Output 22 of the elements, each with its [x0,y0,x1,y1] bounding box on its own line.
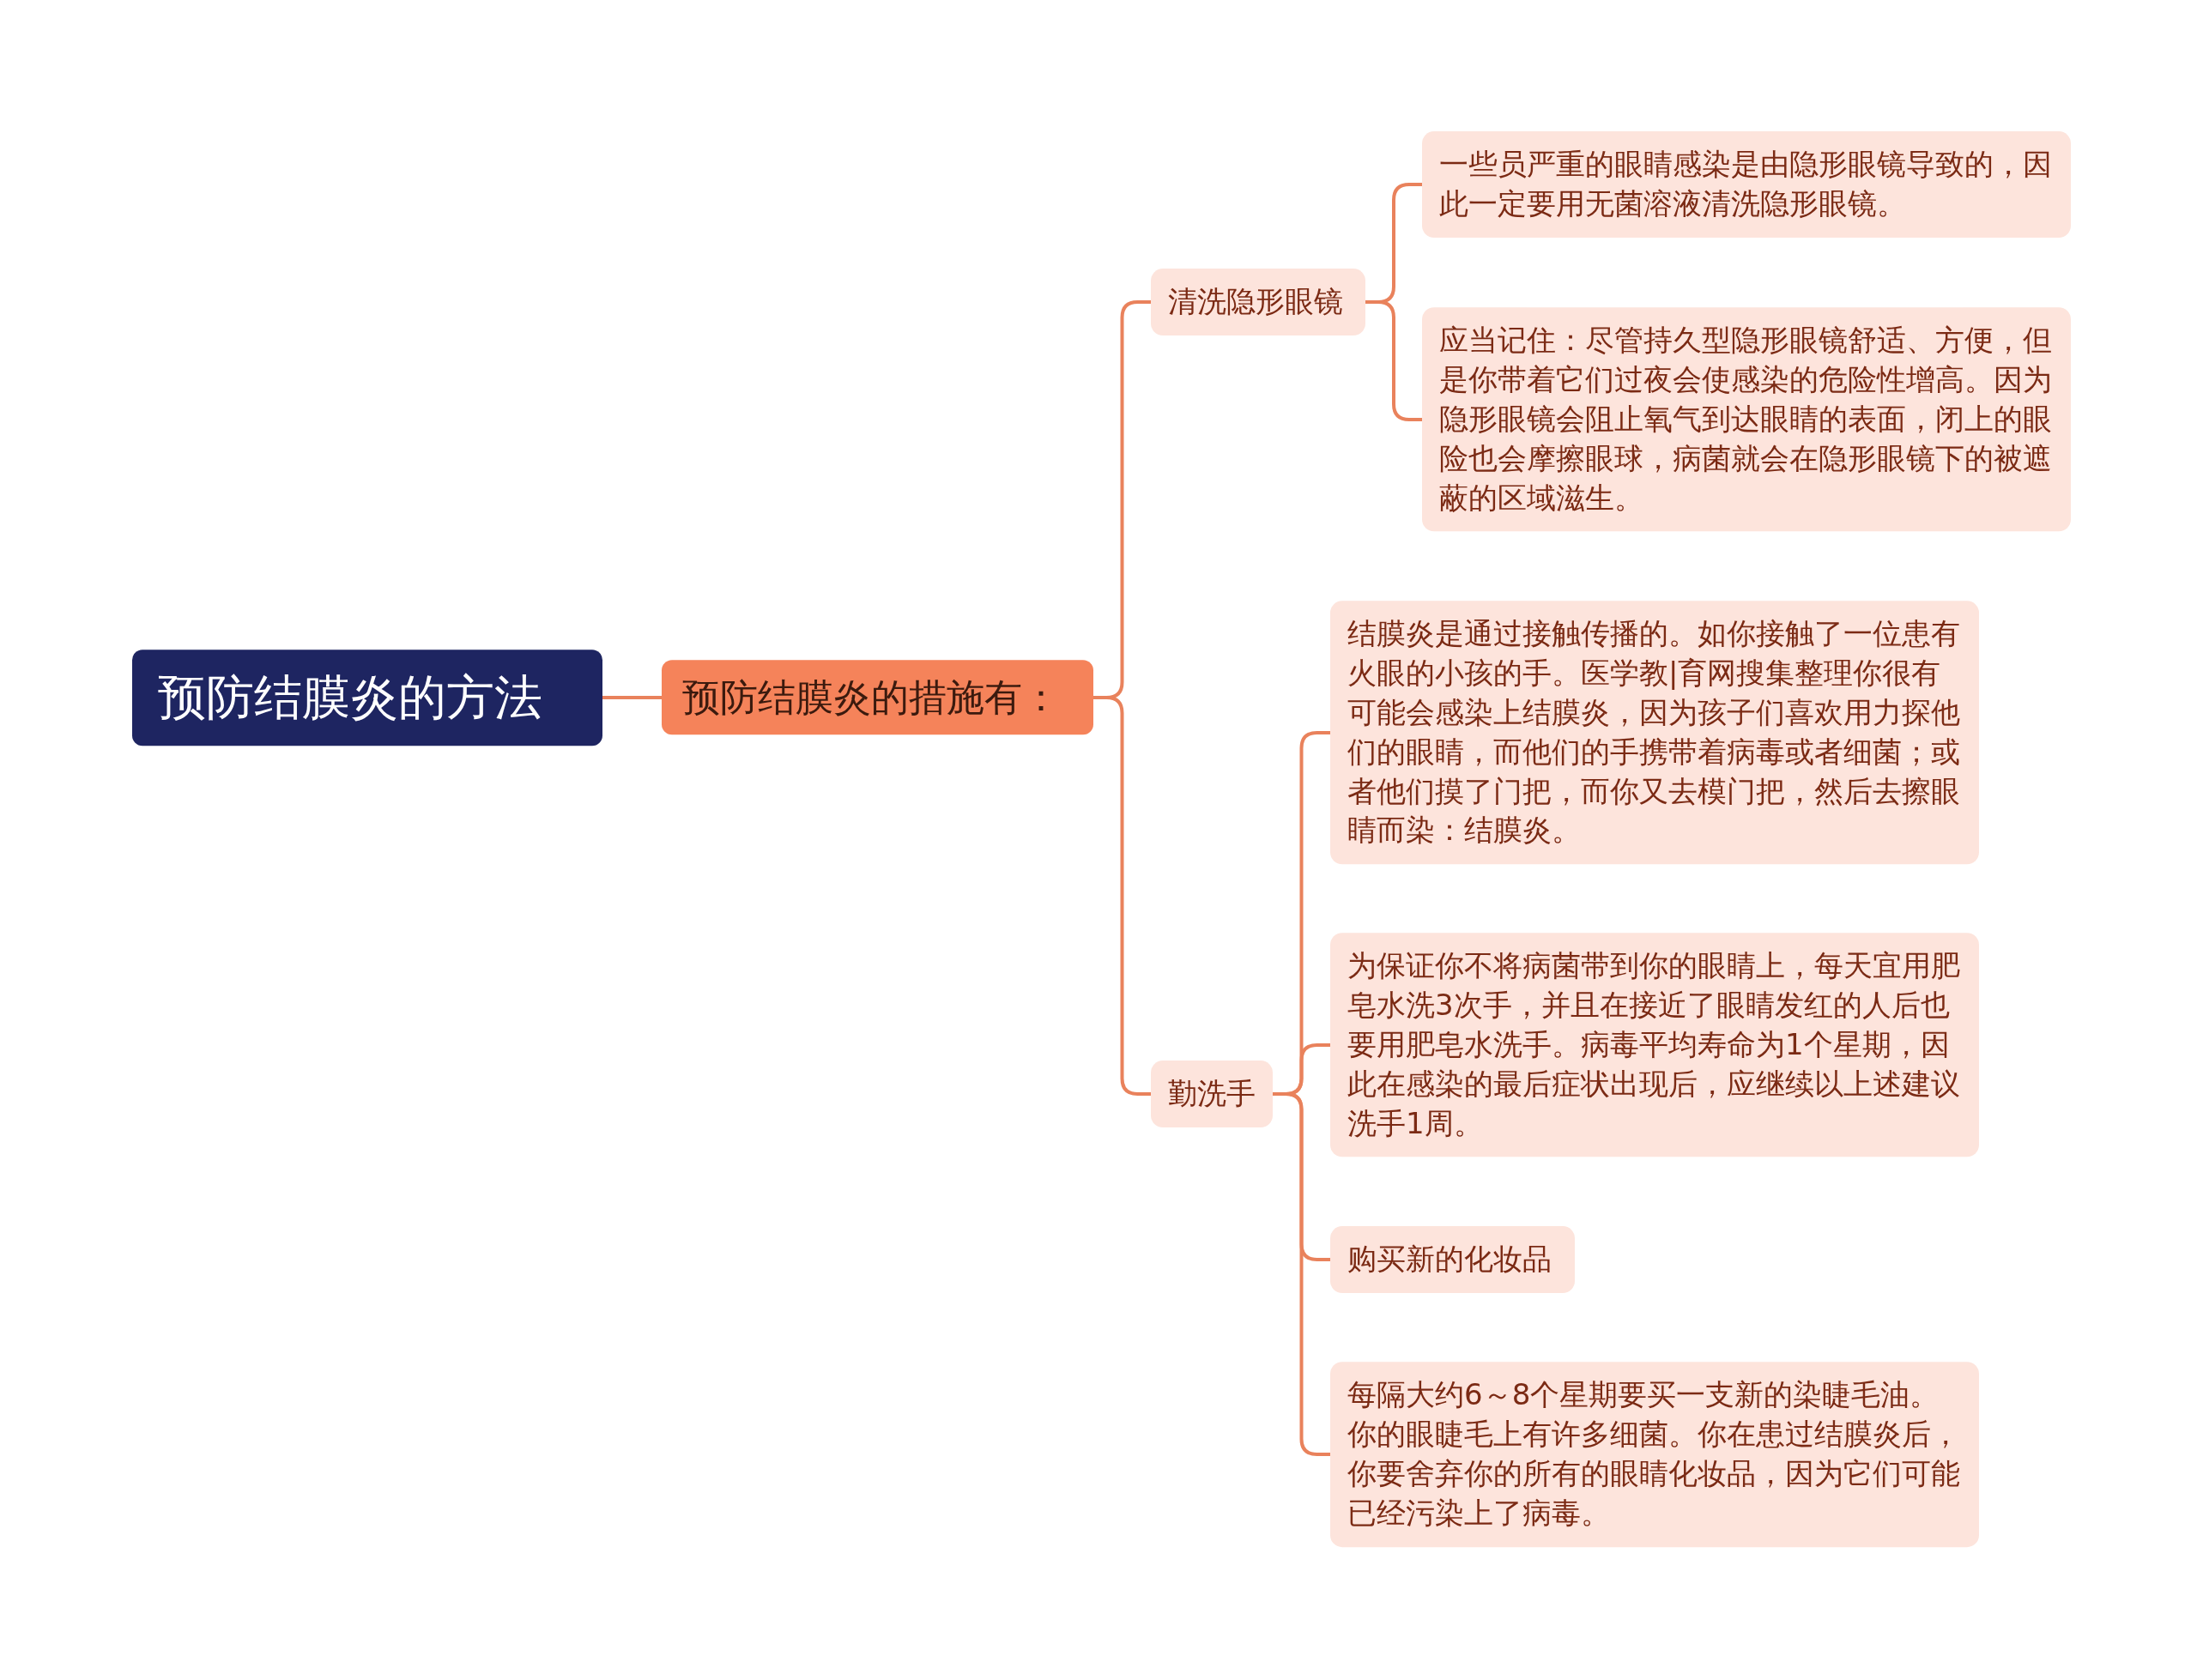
connector-line [602,696,662,699]
topic-text: 为保证你不将病菌带到你的眼睛上，每天宜用肥皂水洗3次手，并且在接近了眼睛发红的人后也要用肥皂水洗手。病毒平均寿命为1个星期，因此在感染的最后症状出现后，应继续以上述建议洗手1周。 [1347,947,1961,1142]
main-topic-box [662,660,1093,735]
topic-box [1151,269,1365,335]
topic-box [1330,1362,1979,1547]
topic-text: 勤洗手 [1168,1075,1256,1113]
topic-text: 每隔大约6～8个星期要买一支新的染睫毛油。你的眼睫毛上有许多细菌。你在患过结膜炎后，你要舍弃你的所有的眼睛化妆品，因为它们可能已经污染上了病毒。 [1347,1376,1961,1532]
topic-box [1422,131,2071,238]
connector-line [1093,696,1151,1096]
topic-box [1330,933,1979,1157]
topic-box [1330,601,1979,865]
topic-box [1151,1061,1273,1127]
topic-text: 一些员严重的眼睛感染是由隐形眼镜导致的，因此一定要用无菌溶液清洗隐形眼镜。 [1439,146,2053,222]
topic-text: 清洗隐形眼镜 [1168,283,1344,321]
topic-text: 应当记住：尽管持久型隐形眼镜舒适、方便，但是你带着它们过夜会使感染的危险性增高。因为隐形眼镜会阻止氧气到达眼睛的表面，闭上的眼险也会摩擦眼球，病菌就会在隐形眼镜下的被遮蔽的区域滋生。 [1439,322,2053,517]
topic-box [1422,307,2071,532]
topic-text: 预防结膜炎的方法 [158,668,543,728]
topic-text: 预防结膜炎的措施有： [682,674,1061,722]
topic-text: 购买新的化妆品 [1347,1241,1552,1278]
root-topic-box [132,650,602,746]
topic-text: 结膜炎是通过接触传播的。如你接触了一位患有火眼的小孩的手。医学教|育网搜集整理你很有可能会感染上结膜炎，因为孩子们喜欢用力探他们的眼睛，而他们的手携带着病毒或者细菌；或者他们摸了门把，而你又去模门把，然后去擦眼睛而染：结膜炎。 [1347,615,1961,849]
topic-box [1330,1226,1575,1293]
